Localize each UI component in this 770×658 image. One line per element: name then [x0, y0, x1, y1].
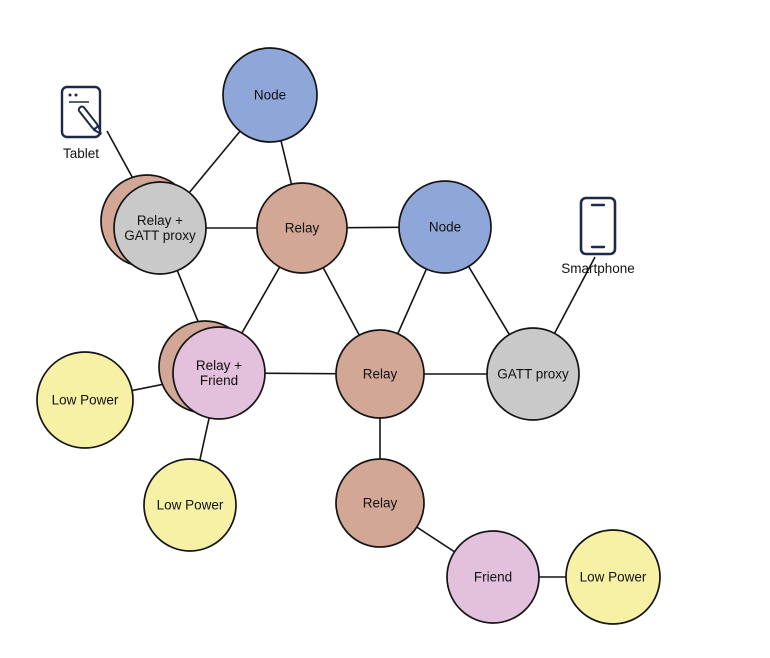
node-circle [143, 458, 237, 552]
tablet-device: Tablet [60, 85, 102, 161]
node-label: GATT proxy [497, 367, 569, 382]
mesh-node-node-right: Node [398, 180, 492, 274]
node-label: Relay [363, 496, 398, 511]
smartphone-device: Smartphone [561, 196, 635, 276]
device-label: Smartphone [561, 261, 635, 276]
node-label: Friend [474, 570, 512, 585]
node-label: Node [429, 220, 461, 235]
mesh-node-low-power-right: Low Power [565, 529, 661, 625]
mesh-node-gatt-proxy: GATT proxy [486, 327, 580, 421]
node-circle [398, 180, 492, 274]
node-circle [113, 181, 207, 275]
mesh-node-relay-friend: Relay +Friend [158, 320, 266, 420]
node-label: Relay [285, 221, 320, 236]
mesh-node-low-power-left: Low Power [36, 351, 134, 449]
smartphone-icon [579, 196, 617, 256]
node-label: Low Power [580, 570, 647, 585]
node-label: Relay +GATT proxy [124, 213, 196, 243]
mesh-node-relay-b: Relay [335, 329, 425, 419]
node-circle [446, 530, 540, 624]
node-circle [36, 351, 134, 449]
node-circle [565, 529, 661, 625]
mesh-node-relay-gatt-proxy: Relay +GATT proxy [100, 174, 207, 275]
mesh-node-friend: Friend [446, 530, 540, 624]
node-circle [486, 327, 580, 421]
mesh-node-node-top: Node [222, 47, 318, 143]
mesh-node-relay-c: Relay [335, 458, 425, 548]
node-label: Node [254, 88, 286, 103]
device-label: Tablet [63, 146, 99, 161]
node-label: Relay [363, 367, 398, 382]
node-circle [222, 47, 318, 143]
stylus-icon [77, 105, 102, 135]
node-label: Low Power [157, 498, 224, 513]
node-circle [256, 182, 348, 274]
node-circle [335, 329, 425, 419]
node-label: Low Power [52, 393, 119, 408]
mesh-node-relay-a: Relay [256, 182, 348, 274]
node-circle [172, 326, 266, 420]
mesh-node-low-power-mid: Low Power [143, 458, 237, 552]
tablet-icon [60, 85, 102, 139]
node-circle [335, 458, 425, 548]
node-label: Relay +Friend [196, 358, 242, 388]
